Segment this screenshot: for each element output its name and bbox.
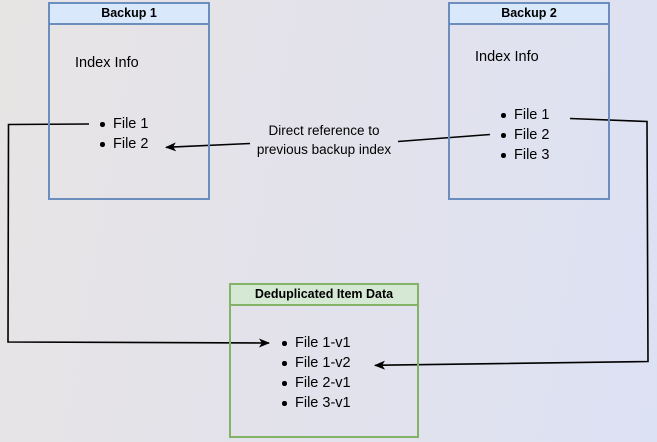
list-item: File 2-v1 [281,373,351,393]
list-item: File 3-v1 [281,393,351,413]
list-item: File 3 [500,145,549,165]
edge-label-line-1: Direct reference to [268,123,380,138]
node-backup-2-title: Backup 2 [450,4,608,25]
list-item: File 1-v2 [281,353,351,373]
list-item: File 2 [500,125,549,145]
node-backup-2-heading: Index Info [475,49,539,65]
edge-label-direct-reference: Direct reference to previous backup inde… [238,122,410,159]
node-backup-1-heading: Index Info [75,55,139,71]
list-item: File 1 [500,105,549,125]
edge-label-line-2: previous backup index [256,141,392,157]
node-deduplicated-item-data-title: Deduplicated Item Data [231,285,417,306]
node-backup-1-title: Backup 1 [50,4,208,25]
list-item: File 1 [99,114,148,134]
list-item: File 1-v1 [281,333,351,353]
list-item: File 2 [99,134,148,154]
